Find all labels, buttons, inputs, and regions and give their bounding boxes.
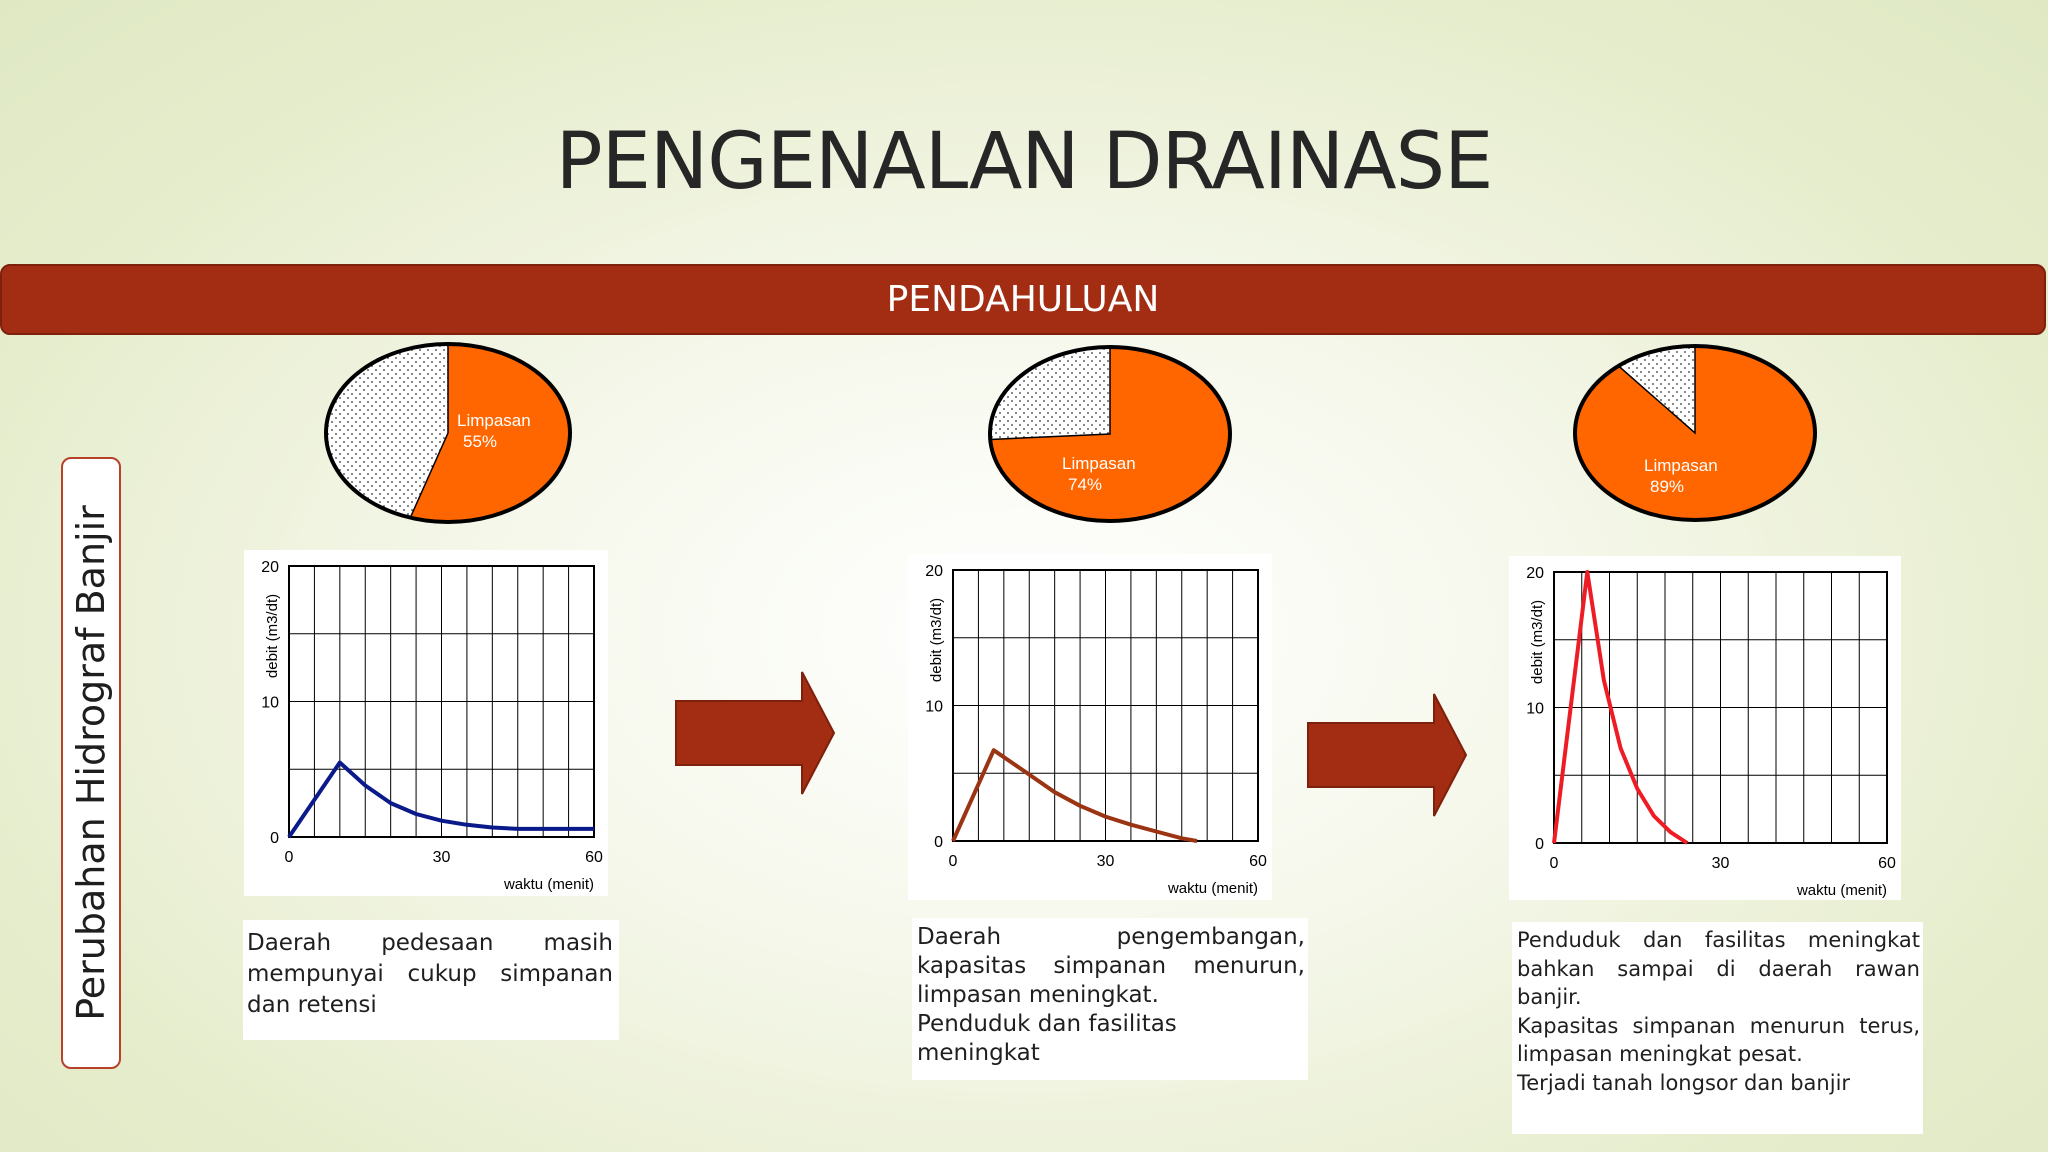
- pie-value-text: 89%: [1650, 477, 1685, 496]
- description-developing: Daerah pengembangan, kapasitas simpanan …: [912, 918, 1308, 1080]
- x-tick-label: 60: [585, 849, 603, 866]
- section-banner: PENDAHULUAN: [0, 264, 2046, 335]
- pie-label-developing: Limpasan 74%: [1062, 453, 1136, 495]
- slide-title: PENGENALAN DRAINASE: [555, 117, 1494, 207]
- arrow-right-icon: [675, 671, 836, 795]
- x-tick-label: 60: [1878, 855, 1896, 872]
- pie-outline: [324, 342, 572, 524]
- description-text: Penduduk dan fasilitas meningkat: [917, 1011, 1177, 1066]
- y-tick-label: 10: [1526, 701, 1544, 718]
- y-tick-label: 20: [1526, 565, 1544, 582]
- series-line: [287, 760, 594, 839]
- y-axis-label: debit (m3/dt): [264, 594, 281, 678]
- x-tick-label: 0: [1550, 855, 1559, 872]
- x-tick-label: 0: [949, 853, 958, 870]
- pie-outline: [988, 345, 1232, 523]
- description-text: Kapasitas simpanan menurun terus, limpas…: [1517, 1013, 1920, 1067]
- y-tick-label: 20: [261, 559, 279, 576]
- pie-chart-urban: [1573, 344, 1817, 522]
- x-axis-label: waktu (menit): [1167, 880, 1258, 897]
- pie-chart-developing: [988, 345, 1232, 523]
- y-tick-label: 0: [270, 830, 279, 847]
- x-axis-label: waktu (menit): [1796, 882, 1887, 899]
- banner-label: PENDAHULUAN: [886, 279, 1160, 320]
- pie-label-text: Limpasan: [1062, 454, 1136, 473]
- plot-frame: [952, 569, 1259, 842]
- y-axis-label: debit (m3/dt): [928, 598, 945, 682]
- x-tick-label: 30: [1712, 855, 1730, 872]
- pie-label-text: Limpasan: [1644, 456, 1718, 475]
- pie-outline: [1573, 344, 1817, 522]
- x-tick-label: 30: [433, 849, 451, 866]
- pie-label-text: Limpasan: [457, 411, 531, 430]
- hydrograph-urban: 0 10 20 0 30 60 waktu (menit) debit (m3/dt): [1509, 556, 1901, 900]
- y-tick-label: 20: [925, 563, 943, 580]
- y-tick-label: 10: [925, 699, 943, 716]
- pie-label-urban: Limpasan 89%: [1644, 455, 1718, 497]
- x-axis-label: waktu (menit): [503, 876, 594, 893]
- y-tick-label: 0: [1535, 836, 1544, 853]
- pie-label-rural: Limpasan 55%: [457, 410, 531, 452]
- hydrograph-developing: 0 10 20 0 30 60 waktu (menit) debit (m3/dt): [908, 554, 1272, 900]
- pie-value-text: 74%: [1068, 475, 1103, 494]
- y-tick-label: 0: [934, 834, 943, 851]
- pie-value-text: 55%: [463, 432, 498, 451]
- plot-frame: [288, 565, 595, 838]
- side-tab: Perubahan Hidrograf Banjir: [61, 457, 121, 1069]
- y-axis-label: debit (m3/dt): [1529, 600, 1546, 684]
- y-tick-label: 10: [261, 695, 279, 712]
- description-text: Penduduk dan fasilitas meningkat bahkan …: [1517, 928, 1920, 1009]
- x-tick-label: 30: [1097, 853, 1115, 870]
- description-text: Daerah pengembangan, kapasitas simpanan …: [917, 924, 1305, 1008]
- description-rural: Daerah pedesaan masih mempunyai cukup si…: [243, 920, 619, 1040]
- arrow-right-icon: [1307, 693, 1468, 817]
- description-text: Daerah pedesaan masih mempunyai cukup si…: [247, 930, 613, 1018]
- plot-frame: [1553, 571, 1888, 844]
- pie-chart-rural: [324, 342, 572, 524]
- side-tab-label: Perubahan Hidrograf Banjir: [69, 505, 113, 1021]
- x-tick-label: 0: [285, 849, 294, 866]
- series-line: [951, 748, 1198, 843]
- series-line: [1552, 570, 1689, 845]
- description-text: Terjadi tanah longsor dan banjir: [1517, 1070, 1851, 1095]
- description-urban: Penduduk dan fasilitas meningkat bahkan …: [1512, 922, 1923, 1134]
- hydrograph-rural: 0 10 20 0 30 60 waktu (menit) debit (m3/dt): [244, 550, 608, 896]
- x-tick-label: 60: [1249, 853, 1267, 870]
